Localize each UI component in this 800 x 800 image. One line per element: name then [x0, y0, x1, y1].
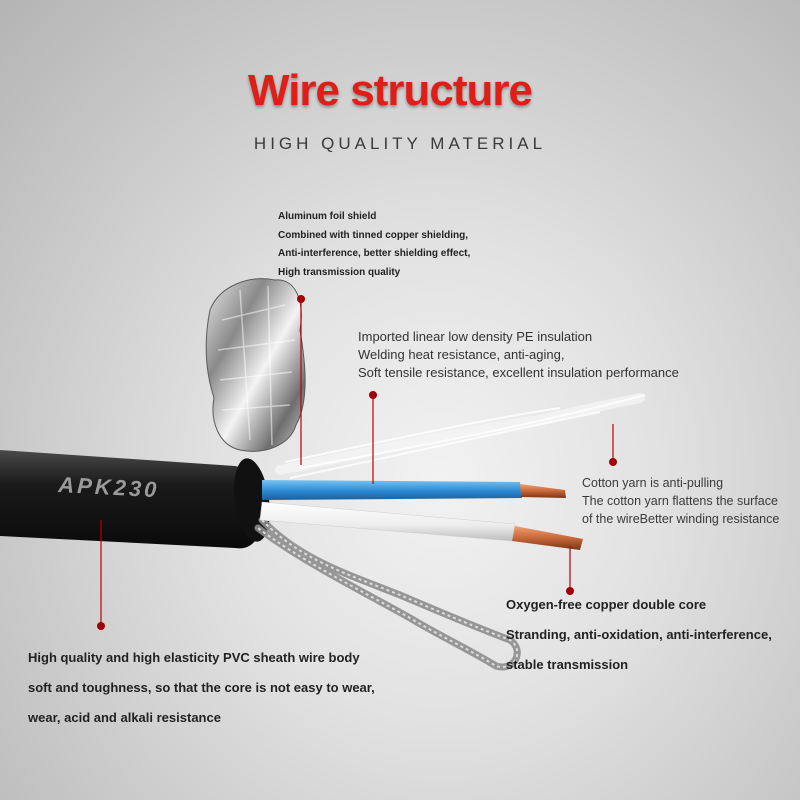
annotation-line: High quality and high elasticity PVC she… [28, 650, 360, 665]
white-insulated-wire [259, 501, 516, 542]
leader-dot-copper [566, 587, 574, 595]
annotation-line: Welding heat resistance, anti-aging, [358, 347, 565, 362]
annotation-line: High transmission quality [278, 266, 401, 278]
annotation-line: Cotton yarn is anti-pulling [582, 476, 724, 490]
annotation-line: soft and toughness, so that the core is … [28, 680, 375, 695]
leader-dot-cotton [609, 458, 617, 466]
annotation-line: wear, acid and alkali resistance [28, 710, 221, 725]
annotation-line: The cotton yarn flattens the surface [582, 494, 778, 508]
annotation-line: stable transmission [506, 657, 629, 672]
annotation-foil: Aluminum foil shield Combined with tinne… [278, 208, 470, 282]
leader-dot-pe [369, 391, 377, 399]
annotation-line: Soft tensile resistance, excellent insul… [358, 365, 679, 380]
annotation-copper: Oxygen-free copper double core Stranding… [506, 590, 772, 680]
annotation-line: Oxygen-free copper double core [506, 597, 707, 612]
leader-dot-pvc [97, 622, 105, 630]
pvc-jacket [0, 450, 265, 549]
annotation-pe: Imported linear low density PE insulatio… [358, 328, 679, 382]
leader-dot-foil [297, 295, 305, 303]
cable-marking-print: APK230 [57, 472, 160, 502]
white-wire-copper-core [512, 526, 583, 550]
annotation-line: Anti-interference, better shielding effe… [278, 248, 471, 259]
annotation-pvc: High quality and high elasticity PVC she… [28, 643, 375, 733]
blue-wire-copper-core [520, 484, 566, 498]
annotation-cotton: Cotton yarn is anti-pulling The cotton y… [582, 474, 779, 528]
annotation-line: Imported linear low density PE insulatio… [358, 329, 593, 344]
leader-dots [97, 295, 617, 630]
cotton-yarn [275, 393, 645, 475]
page-subtitle: HIGH QUALITY MATERIAL [253, 134, 547, 153]
annotation-line: Stranding, anti-oxidation, anti-interfer… [506, 627, 772, 642]
page-title: Wire structure [0, 66, 780, 116]
annotation-line: of the wireBetter winding resistance [582, 512, 780, 526]
blue-insulated-wire [262, 480, 522, 500]
aluminum-foil [205, 278, 306, 452]
leader-lines [100, 300, 614, 625]
page-title-text: Wire structure [248, 66, 533, 115]
annotation-line: Combined with tinned copper shielding, [278, 229, 468, 241]
annotation-line: Aluminum foil shield [278, 211, 377, 222]
